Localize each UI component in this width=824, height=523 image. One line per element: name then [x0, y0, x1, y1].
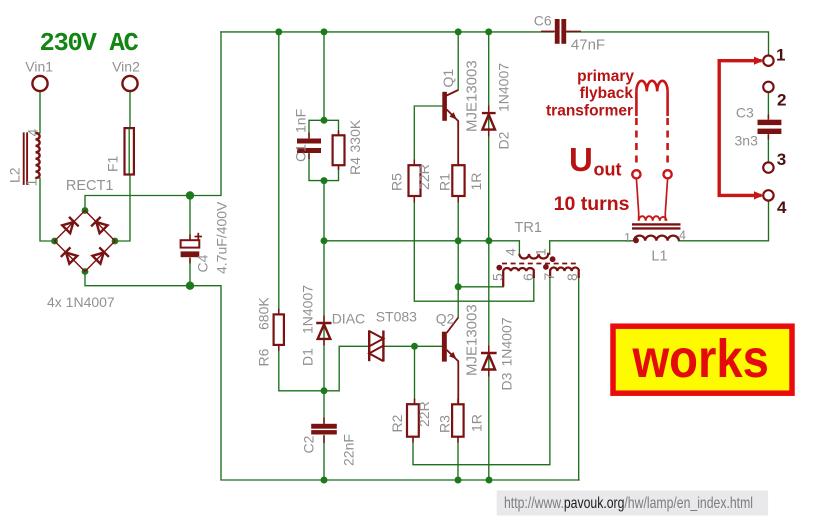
svg-text:D2: D2: [496, 131, 512, 149]
svg-text:3n3: 3n3: [735, 133, 759, 149]
svg-text:transformer: transformer: [546, 103, 633, 120]
svg-text:1: 1: [776, 45, 785, 64]
svg-text:10 turns: 10 turns: [554, 193, 630, 215]
svg-text:22R: 22R: [416, 401, 432, 427]
svg-text:8: 8: [564, 273, 580, 281]
svg-text:C4: C4: [195, 254, 211, 272]
svg-text:7: 7: [541, 273, 557, 281]
svg-text:1N4007: 1N4007: [496, 63, 512, 112]
svg-text:L1: L1: [651, 248, 667, 264]
svg-text:L2: L2: [7, 167, 23, 183]
svg-text:out: out: [594, 159, 622, 179]
svg-text:5: 5: [490, 273, 506, 281]
svg-text:3: 3: [777, 150, 786, 169]
svg-text:C2: C2: [301, 435, 317, 453]
svg-text:1N4007: 1N4007: [499, 317, 515, 366]
svg-text:R2: R2: [389, 414, 405, 432]
svg-text:4: 4: [25, 129, 41, 137]
svg-text:U: U: [569, 141, 593, 178]
svg-text:ST083: ST083: [376, 309, 417, 325]
svg-text:TR1: TR1: [515, 220, 542, 236]
svg-text:R5: R5: [389, 173, 405, 191]
svg-text:47nF: 47nF: [571, 37, 605, 54]
svg-text:22R: 22R: [416, 164, 432, 190]
svg-text:1N4007: 1N4007: [300, 285, 316, 334]
svg-text:F1: F1: [105, 155, 121, 172]
svg-text:230V AC: 230V AC: [40, 29, 139, 58]
svg-text:primary: primary: [577, 68, 634, 85]
svg-text:22nF: 22nF: [341, 434, 357, 466]
svg-text:MJE13003: MJE13003: [464, 60, 481, 132]
svg-text:D1: D1: [300, 348, 316, 366]
svg-text:2: 2: [777, 91, 786, 110]
svg-text:http://www.pavouk.org/hw/lamp/: http://www.pavouk.org/hw/lamp/en_index.h…: [504, 495, 753, 512]
svg-text:Q2: Q2: [436, 311, 455, 327]
svg-text:1: 1: [533, 248, 549, 256]
svg-text:R4: R4: [347, 157, 363, 175]
svg-text:R6: R6: [256, 348, 272, 366]
svg-text:C3: C3: [736, 105, 754, 121]
svg-text:680K: 680K: [256, 297, 272, 330]
svg-text:R1: R1: [437, 173, 453, 191]
svg-text:6: 6: [520, 273, 536, 281]
svg-text:4: 4: [777, 198, 787, 217]
svg-text:Vin1: Vin1: [25, 59, 53, 75]
svg-text:DIAC: DIAC: [332, 311, 365, 327]
svg-text:works: works: [632, 329, 769, 389]
svg-text:1: 1: [24, 179, 40, 187]
svg-text:Vin2: Vin2: [112, 59, 140, 75]
svg-text:1R: 1R: [468, 173, 484, 191]
svg-text:1: 1: [624, 231, 631, 245]
svg-text:4x 1N4007: 4x 1N4007: [47, 294, 115, 310]
svg-text:D3: D3: [499, 372, 515, 390]
svg-text:Q1: Q1: [440, 69, 456, 88]
svg-text:4: 4: [503, 248, 519, 256]
svg-text:flyback: flyback: [580, 85, 634, 102]
svg-text:330K: 330K: [347, 119, 363, 152]
svg-text:C6: C6: [534, 13, 552, 29]
svg-text:4: 4: [679, 229, 686, 243]
svg-text:R3: R3: [437, 415, 453, 433]
svg-text:RECT1: RECT1: [66, 178, 114, 194]
svg-text:4.7uF/400V: 4.7uF/400V: [214, 201, 230, 274]
svg-text:C1: C1: [293, 144, 309, 162]
svg-text:1R: 1R: [468, 414, 484, 432]
svg-text:MJE13003: MJE13003: [464, 304, 481, 376]
svg-text:1nF: 1nF: [293, 109, 309, 133]
